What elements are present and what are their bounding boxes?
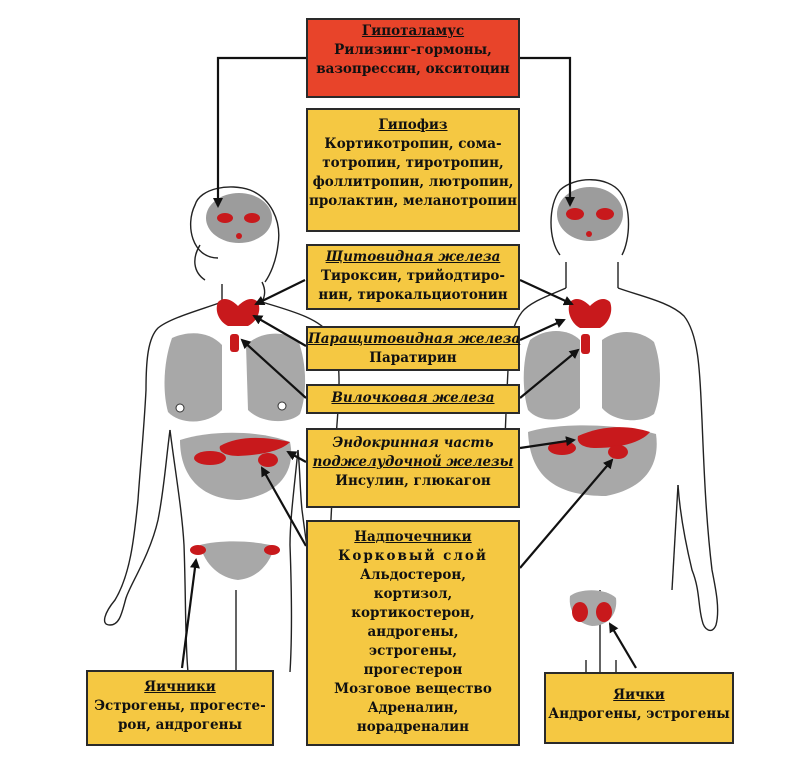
arrow-pancreas-left [286,451,307,463]
arrow-thyroid-right [519,279,574,306]
arrow-thymus-left [240,338,307,399]
parathyroid-title: Паращитовидная железа [308,331,521,347]
arrow-parathyroid-right [519,318,566,342]
arrow-ovaries [180,558,200,669]
arrow-thymus-right [519,348,580,399]
thyroid-line-1: Тироксин, трийодтиро- [320,268,506,284]
arrow-pancreas-right [519,436,576,450]
ovaries-line-2: рон, андрогены [117,717,243,733]
pancreas-title-1: Эндокринная часть [332,435,494,451]
adrenal-cortex-5: эстрогены, [368,643,458,659]
arrow-thyroid-left [254,279,306,305]
pancreas-box: Эндокринная часть поджелудочной железы И… [306,428,520,508]
female-glands [190,213,290,555]
testes-line-1: Андрогены, эстрогены [548,706,730,722]
pancreas-title-2: поджелудочной железы [312,454,514,470]
hypothalamus-line-1: Рилизинг-гормоны, [334,42,492,58]
adrenal-cortex-3: кортикостерон, [351,605,475,621]
adrenal-title: Надпочечники [354,529,472,545]
ovaries-box: Яичники Эстрогены, прогесте- рон, андрог… [86,670,274,746]
ovaries-title: Яичники [144,679,216,695]
pituitary-line-3: фоллитропин, лютропин, [312,174,514,190]
adrenal-medulla-1: Адреналин, [367,700,459,716]
adrenal-cortex: Корковый слой [338,548,488,564]
adrenal-cortex-2: кортизол, [373,586,453,602]
thymus-title: Вилочковая железа [331,390,495,406]
pituitary-box: Гипофиз Кортикотропин, сома- тотропин, т… [306,108,520,232]
arrow-parathyroid-left [252,315,307,347]
parathyroid-line-1: Паратирин [369,350,457,366]
parathyroid-box: Паращитовидная железа Паратирин [306,326,520,371]
pituitary-title: Гипофиз [378,117,448,133]
female-organs [164,333,306,580]
male-glands [548,208,650,622]
thyroid-line-2: нин, тирокальциотонин [318,287,508,303]
adrenal-cortex-4: андрогены, [367,624,459,640]
thymus-box: Вилочковая железа [306,384,520,414]
adrenal-box: Надпочечники Корковый слой Альдостерон, … [306,520,520,746]
pituitary-line-1: Кортикотропин, сома- [324,136,502,152]
thyroid-box: Щитовидная железа Тироксин, трийодтиро- … [306,244,520,310]
arrow-testes [608,622,637,669]
testes-box: Яички Андрогены, эстрогены [544,672,734,744]
adrenal-medulla-2: норадреналин [356,719,470,735]
hypothalamus-title: Гипоталамус [361,23,465,39]
pancreas-line-1: Инсулин, глюкагон [335,473,491,489]
hypothalamus-line-2: вазопрессин, окситоцин [316,61,510,77]
pituitary-line-4: пролактин, меланотропин [308,193,518,209]
ovaries-line-1: Эстрогены, прогесте- [94,698,266,714]
arrow-adrenal-right [519,458,614,569]
adrenal-cortex-1: Альдостерон, [360,567,466,583]
male-organs [523,331,660,626]
testes-title: Яички [613,687,665,703]
pituitary-line-2: тотропин, тиротропин, [322,155,504,171]
adrenal-cortex-6: прогестерон [363,662,463,678]
hypothalamus-box: Гипоталамус Рилизинг-гормоны, вазопресси… [306,18,520,98]
arrow-adrenal-left [261,466,307,547]
arrow-hypothalamus-left [213,56,306,208]
arrow-hypothalamus-right [520,56,575,207]
thyroid-title: Щитовидная железа [325,249,501,265]
arrows [180,56,637,669]
adrenal-medulla: Мозговое вещество [334,681,492,697]
